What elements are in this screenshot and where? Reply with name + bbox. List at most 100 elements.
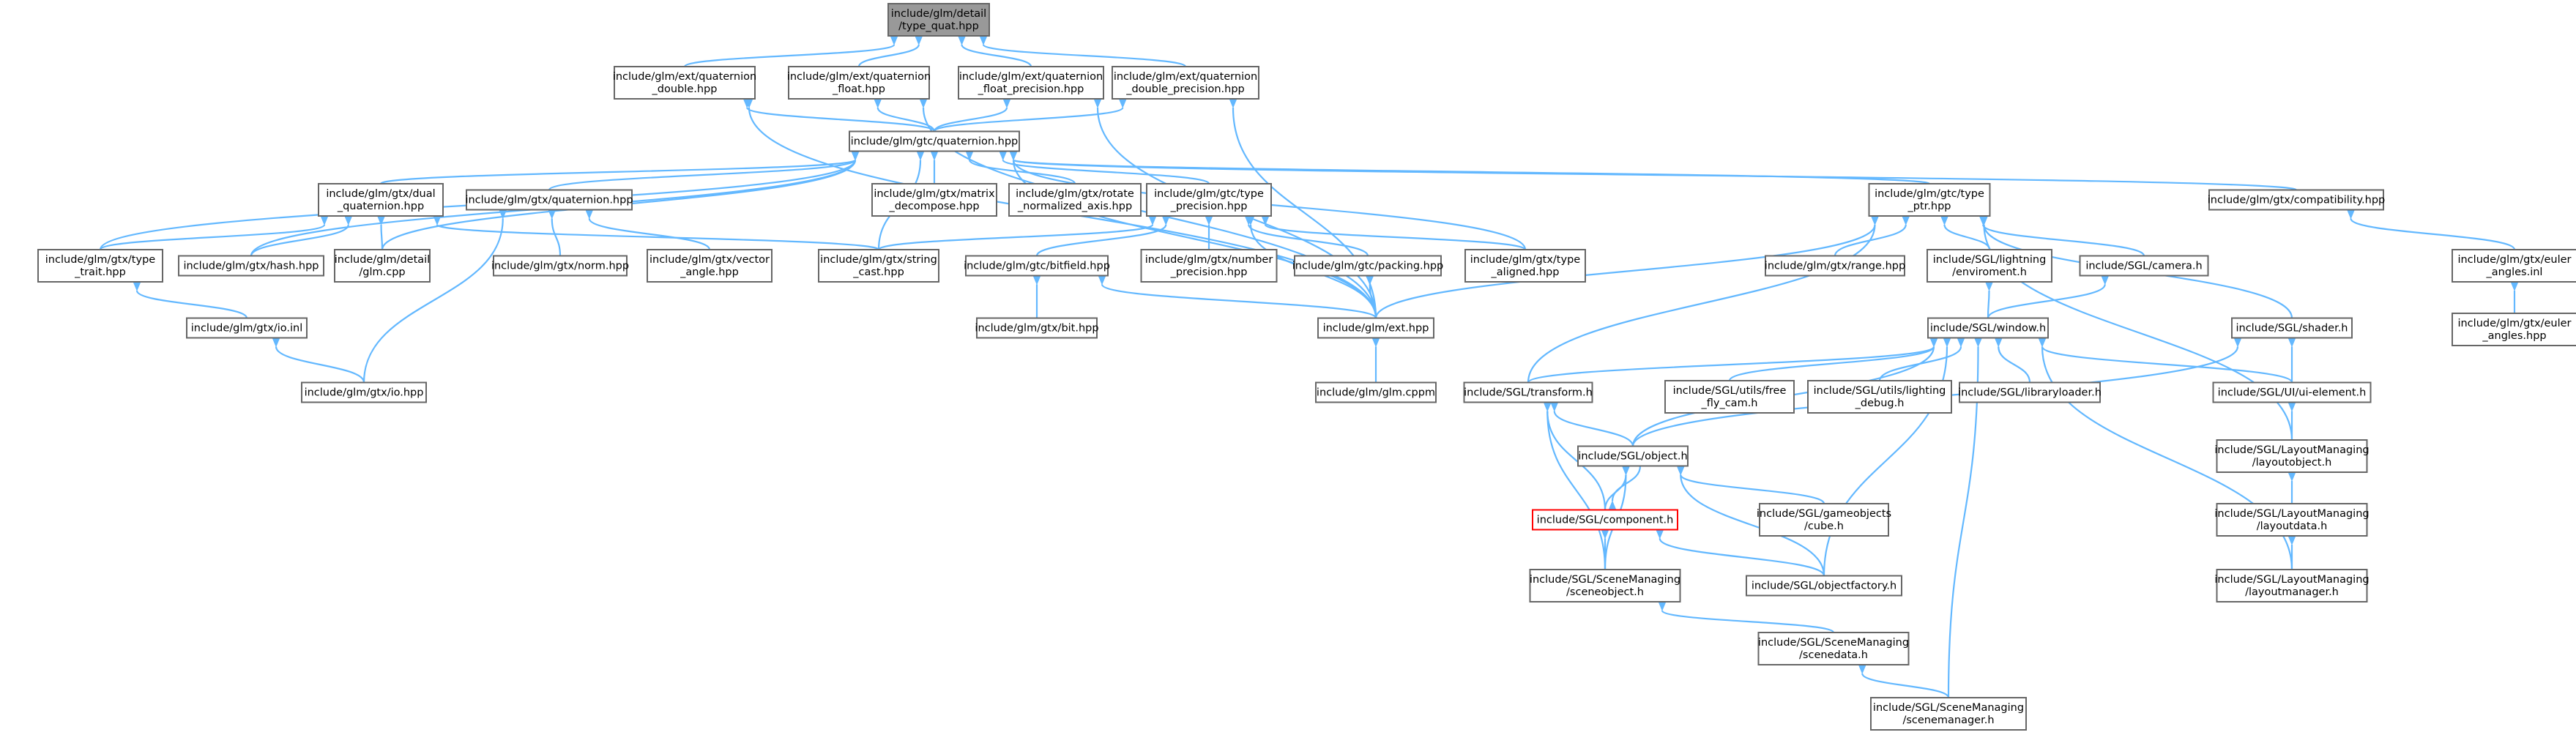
node-gtx_range[interactable]: include/glm/gtx/range.hpp: [1765, 255, 1905, 277]
node-label: /type_quat.hpp: [898, 20, 979, 32]
edge-sgl_window-to-free_fly_cam: [1728, 338, 1938, 381]
node-gtx_norm[interactable]: include/glm/gtx/norm.hpp: [491, 255, 629, 277]
node-gtc_type_ptr[interactable]: include/glm/gtc/type_ptr.hpp: [1868, 183, 1991, 217]
edge-quat_double-to-gtc_quat: [743, 99, 936, 133]
node-box: [2452, 249, 2576, 283]
edge-quat_float-to-gtc_quat: [874, 99, 936, 132]
node-gtx_hash[interactable]: include/glm/gtx/hash.hpp: [178, 255, 324, 277]
node-dual_quat[interactable]: include/glm/gtx/dual_quaternion.hpp: [318, 183, 444, 217]
node-label: _float.hpp: [832, 83, 885, 95]
node-compatibility[interactable]: include/glm/gtx/compatibility.hpp: [2208, 189, 2386, 211]
edge-sgl_transform-to-sceneobject: [1544, 403, 1607, 570]
node-gameobjects_cube[interactable]: include/SGL/gameobjects/cube.h: [1757, 503, 1891, 537]
node-label: /layoutdata.h: [2257, 521, 2328, 532]
node-glm_cppm[interactable]: include/glm/glm.cppm: [1315, 381, 1437, 403]
node-number_prec[interactable]: include/glm/gtx/number_precision.hpp: [1140, 249, 1278, 283]
node-vector_angle[interactable]: include/glm/gtx/vector_angle.hpp: [647, 249, 773, 283]
edge-sgl_object-to-objectfactory: [1677, 466, 1825, 576]
node-label: include/SGL/lightning: [1933, 254, 2047, 266]
node-sgl_transform[interactable]: include/SGL/transform.h: [1463, 381, 1593, 403]
node-layoutdata[interactable]: include/SGL/LayoutManaging/layoutdata.h: [2214, 503, 2370, 537]
node-sceneobject[interactable]: include/SGL/SceneManaging/sceneobject.h: [1529, 569, 1681, 602]
edge-dual_quat-to-gtx_hash: [250, 216, 352, 256]
node-ui_element[interactable]: include/SGL/UI/ui-element.h: [2212, 381, 2372, 403]
node-layer: include/glm/detail/type_quat.hpp include/…: [37, 3, 2576, 731]
node-sgl_camera[interactable]: include/SGL/camera.h: [2079, 255, 2209, 277]
node-gtc_type_prec[interactable]: include/glm/gtc/type_precision.hpp: [1146, 183, 1272, 217]
node-type_trait[interactable]: include/glm/gtx/type_trait.hpp: [37, 249, 163, 283]
node-gtc_bitfield[interactable]: include/glm/gtc/bitfield.hpp: [964, 255, 1110, 277]
node-objectfactory[interactable]: include/SGL/objectfactory.h: [1746, 575, 1902, 597]
node-label: include/glm/ext/quaternion: [1114, 71, 1257, 83]
node-layoutmanager[interactable]: include/SGL/LayoutManaging/layoutmanager…: [2214, 569, 2370, 602]
node-gtx_io_inl[interactable]: include/glm/gtx/io.inl: [186, 317, 308, 339]
node-label: include/glm/gtc/type: [1154, 188, 1264, 200]
node-scenemanager[interactable]: include/SGL/SceneManaging/scenemanager.h: [1870, 697, 2027, 731]
node-box: [788, 66, 930, 100]
node-box: [2216, 439, 2368, 473]
edge-gtc_type_prec-to-string_cast: [877, 216, 1157, 251]
edge-quat_float_prec-to-gtc_quat: [933, 99, 1011, 132]
node-box: [334, 249, 431, 283]
node-glm_cpp[interactable]: include/glm/detail/glm.cpp: [334, 249, 431, 283]
node-box: [871, 183, 997, 217]
node-label: _float_precision.hpp: [978, 83, 1084, 95]
node-gtc_quat[interactable]: include/glm/gtc/quaternion.hpp: [849, 130, 1020, 152]
node-box: [1112, 66, 1259, 100]
node-scenedata[interactable]: include/SGL/SceneManaging/scenedata.h: [1757, 632, 1910, 665]
node-glm_ext[interactable]: include/glm/ext.hpp: [1317, 317, 1434, 339]
edge-sgl_window-to-libraryloader: [1995, 338, 2031, 383]
node-label: _angle.hpp: [680, 266, 739, 278]
node-box: [1294, 255, 1442, 277]
node-box: [318, 183, 444, 217]
edge-gtc_type_prec-to-type_aligned: [1261, 216, 1527, 251]
node-euler_hpp[interactable]: include/glm/gtx/euler_angles.hpp: [2452, 313, 2576, 346]
node-label: _angles.inl: [2486, 266, 2543, 278]
node-gtx_io_hpp[interactable]: include/glm/gtx/io.hpp: [301, 381, 427, 403]
node-gtx_quat[interactable]: include/glm/gtx/quaternion.hpp: [465, 189, 633, 211]
node-type_quat[interactable]: include/glm/detail/type_quat.hpp: [887, 3, 990, 37]
node-lighting_debug[interactable]: include/SGL/utils/lighting_debug.h: [1807, 380, 1952, 414]
node-layoutobject[interactable]: include/SGL/LayoutManaging/layoutobject.…: [2214, 439, 2370, 473]
node-label: _precision.hpp: [1170, 266, 1248, 278]
node-sgl_lightning[interactable]: include/SGL/lightning/enviroment.h: [1927, 249, 2052, 283]
node-label: include/glm/gtx/string: [820, 254, 937, 266]
node-label: /layoutobject.h: [2252, 457, 2332, 469]
node-quat_double_prec[interactable]: include/glm/ext/quaternion_double_precis…: [1112, 66, 1259, 100]
node-type_aligned[interactable]: include/glm/gtx/type_aligned.hpp: [1464, 249, 1586, 283]
node-rotate_norm_axis[interactable]: include/glm/gtx/rotate_normalized_axis.h…: [1008, 183, 1142, 217]
node-box: [1317, 317, 1434, 339]
node-label: include/SGL/libraryloader.h: [1958, 387, 2102, 399]
node-box: [1140, 249, 1278, 283]
node-sgl_object[interactable]: include/SGL/object.h: [1577, 445, 1689, 467]
edge-gtc_type_ptr-to-sgl_lightning: [1940, 216, 1991, 250]
node-gtc_packing[interactable]: include/glm/gtc/packing.hpp: [1292, 255, 1444, 277]
node-label: _normalized_axis.hpp: [1017, 201, 1132, 212]
node-quat_float_prec[interactable]: include/glm/ext/quaternion_float_precisi…: [958, 66, 1104, 100]
node-string_cast[interactable]: include/glm/gtx/string_cast.hpp: [818, 249, 939, 283]
node-label: include/glm/ext/quaternion: [959, 71, 1103, 83]
edge-gtc_bitfield-to-glm_ext: [1098, 276, 1377, 319]
node-quat_double[interactable]: include/glm/ext/quaternion_double.hpp: [613, 66, 756, 100]
edge-sgl_component-to-objectfactory: [1656, 530, 1825, 576]
node-label: include/glm/gtx/io.hpp: [305, 387, 424, 399]
node-matrix_decompose[interactable]: include/glm/gtx/matrix_decompose.hpp: [871, 183, 997, 217]
node-label: _cast.hpp: [852, 266, 904, 278]
node-euler_inl[interactable]: include/glm/gtx/euler_angles.inl: [2452, 249, 2576, 283]
node-sgl_shader[interactable]: include/SGL/shader.h: [2231, 317, 2353, 339]
edge-gtc_quat-to-gtx_quat: [548, 152, 860, 191]
node-free_fly_cam[interactable]: include/SGL/utils/free_fly_cam.h: [1664, 380, 1795, 414]
node-label: include/SGL/component.h: [1537, 515, 1674, 526]
node-quat_float[interactable]: include/glm/ext/quaternion_float.hpp: [787, 66, 931, 100]
node-box: [2212, 381, 2372, 403]
node-gtx_bit[interactable]: include/glm/gtx/bit.hpp: [975, 317, 1099, 339]
node-label: include/SGL/UI/ui-element.h: [2218, 387, 2367, 399]
node-label: /sceneobject.h: [1566, 586, 1644, 598]
node-libraryloader[interactable]: include/SGL/libraryloader.h: [1958, 381, 2102, 403]
node-box: [976, 317, 1098, 339]
node-sgl_window[interactable]: include/SGL/window.h: [1927, 317, 2049, 339]
node-sgl_component[interactable]: include/SGL/component.h: [1532, 509, 1678, 531]
node-label: include/glm/gtx/hash.hpp: [183, 261, 319, 272]
node-label: include/glm/gtx/compatibility.hpp: [2208, 195, 2386, 206]
node-label: include/glm/gtx/type: [1470, 254, 1580, 266]
